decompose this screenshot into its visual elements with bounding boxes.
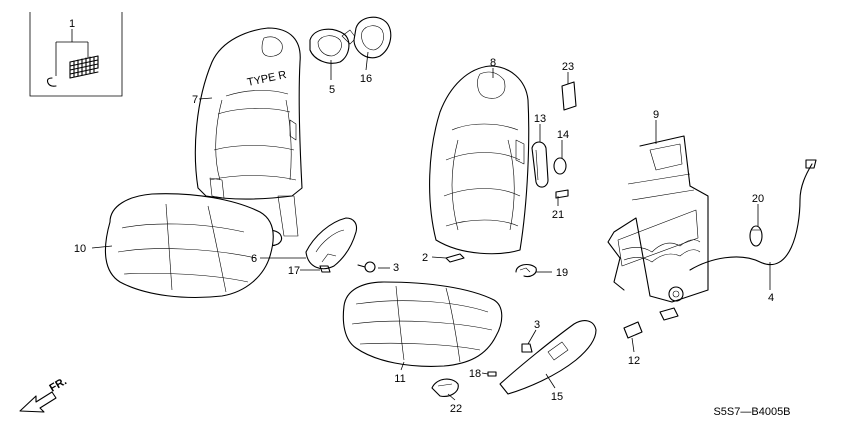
callout-9: 9 bbox=[653, 109, 659, 121]
callout-16: 16 bbox=[360, 73, 372, 85]
part-13-trim bbox=[531, 141, 549, 188]
callout-2: 2 bbox=[422, 252, 428, 264]
callout-17: 17 bbox=[288, 265, 300, 277]
part-15-side-cover bbox=[499, 320, 597, 395]
callout-8: 8 bbox=[490, 57, 496, 69]
part-2-clip bbox=[445, 253, 465, 263]
part-9-seat-frame bbox=[607, 135, 709, 321]
part-21-screw bbox=[555, 189, 569, 199]
callout-1: 1 bbox=[69, 18, 75, 30]
callout-3-upper: 3 bbox=[393, 262, 399, 274]
callout-10: 10 bbox=[74, 243, 86, 255]
part-5-guide bbox=[309, 28, 357, 64]
callout-13: 13 bbox=[534, 113, 546, 125]
part-23-trim bbox=[561, 81, 577, 111]
callout-7: 7 bbox=[192, 94, 198, 106]
callout-18: 18 bbox=[469, 368, 481, 380]
part-3-bolt-upper bbox=[357, 261, 376, 273]
callout-19: 19 bbox=[556, 267, 568, 279]
part-8-seat-back bbox=[429, 65, 530, 255]
callout-20: 20 bbox=[752, 193, 764, 205]
part-19-clip bbox=[515, 263, 537, 278]
part-16-guide bbox=[353, 16, 392, 59]
callout-12: 12 bbox=[628, 355, 640, 367]
callout-4: 4 bbox=[768, 292, 774, 304]
seat-assembly-left: TYPE R bbox=[104, 27, 303, 298]
part-14-cap bbox=[553, 157, 567, 175]
callout-23: 23 bbox=[562, 61, 574, 73]
callout-3-lower: 3 bbox=[534, 319, 540, 331]
part-6-bracket bbox=[305, 217, 358, 270]
part-11-seat-cushion bbox=[342, 281, 503, 367]
callout-22: 22 bbox=[450, 403, 462, 415]
front-direction-label: FR. bbox=[48, 375, 69, 394]
callout-5: 5 bbox=[329, 84, 335, 96]
callout-15: 15 bbox=[551, 391, 563, 403]
part-4-cable bbox=[689, 159, 817, 271]
callout-14: 14 bbox=[557, 129, 569, 141]
front-direction-arrow: FR. bbox=[19, 375, 69, 413]
leader-lines bbox=[91, 51, 771, 401]
part-17-clip bbox=[319, 265, 331, 273]
part-3-bolt-lower bbox=[521, 343, 533, 353]
drawing-code: S5S7—B4005B bbox=[713, 406, 790, 418]
part-1-clip-kit bbox=[29, 12, 123, 97]
callout-6: 6 bbox=[251, 253, 257, 265]
part-18-clip bbox=[487, 371, 497, 377]
callout-11: 11 bbox=[394, 373, 405, 385]
callout-21: 21 bbox=[552, 209, 564, 221]
part-12-knob bbox=[623, 321, 643, 339]
part-22-cover bbox=[431, 378, 459, 397]
part-20-clip bbox=[749, 225, 763, 247]
